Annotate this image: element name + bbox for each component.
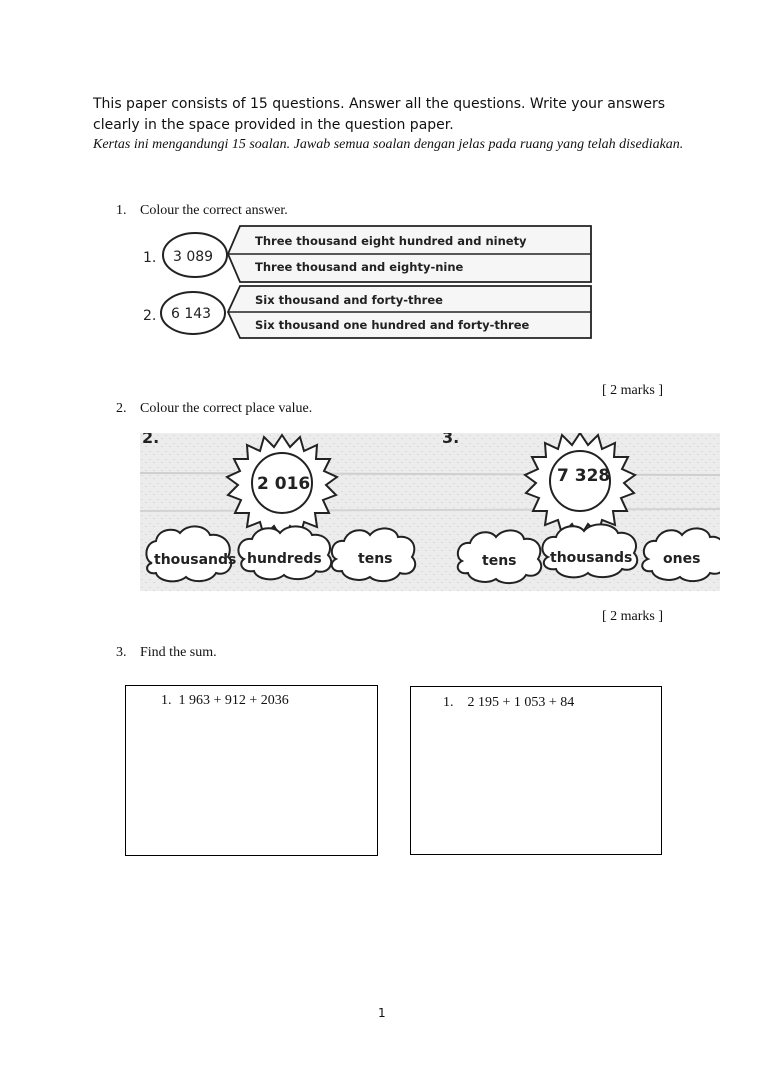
q1-item-2-option-2-text: Six thousand one hundred and forty-three (255, 318, 530, 332)
q1-item-2-option-1[interactable] (250, 290, 470, 308)
q1-item-2-label: 2. (143, 308, 156, 324)
q2-sun-2: 7 328 (523, 433, 637, 539)
question-2-marks: [ 2 marks ] (602, 609, 664, 624)
question-2-text: Colour the correct place value. (140, 401, 313, 416)
question-2-number: 2. (116, 401, 127, 416)
instructions-malay: Kertas ini mengandungi 15 soalan. Jawab … (93, 137, 684, 152)
q1-item-1-option-1-text: Three thousand eight hundred and ninety (255, 234, 527, 248)
q1-item-1-value: 3 089 (173, 249, 213, 265)
question-2-figure: 2. 3. 2 016 7 328 thousands hundreds ten… (140, 433, 720, 591)
question-1-text: Colour the correct answer. (140, 203, 288, 218)
q1-item-1-option-1[interactable] (250, 230, 510, 250)
q2-cloud-thousands-1[interactable]: thousands (145, 525, 236, 583)
svg-text:tens: tens (358, 551, 393, 567)
q1-item-1-option-2-text: Three thousand and eighty-nine (255, 260, 464, 274)
sum-1: 1. 1 963 + 912 + 2036 (161, 693, 289, 709)
q1-item-2-value: 6 143 (171, 306, 211, 322)
question-2: 2. Colour the correct place value. (116, 401, 312, 417)
q2-cloud-tens-2[interactable]: tens (456, 529, 543, 585)
question-1-marks: [ 2 marks ] (602, 383, 664, 398)
q2-cloud-hundreds-1[interactable]: hundreds (237, 525, 333, 581)
q2-item-1-value: 2 016 (257, 474, 310, 494)
svg-text:hundreds: hundreds (247, 551, 322, 567)
sum-2-label: 1. (443, 695, 454, 710)
q1-item-1-option-2[interactable] (250, 257, 490, 277)
question-1-figure: 1. 3 089 Three thousand eight hundred an… (143, 225, 592, 339)
q2-sun-1: 2 016 (225, 433, 339, 541)
answer-box-2[interactable]: 1. 2 195 + 1 053 + 84 (410, 686, 662, 855)
question-1-number: 1. (116, 203, 127, 218)
question-3-text: Find the sum. (140, 645, 217, 660)
sum-1-label: 1. (161, 693, 172, 708)
q1-item-1-oval (162, 232, 228, 278)
q2-item-2-label: 3. (442, 433, 459, 447)
q2-item-2-value: 7 328 (557, 466, 610, 486)
svg-text:thousands: thousands (550, 550, 632, 566)
q2-cloud-ones-2[interactable]: ones (641, 527, 720, 583)
question-1: 1. Colour the correct answer. (116, 203, 288, 219)
question-3-number: 3. (116, 645, 127, 660)
sum-2: 1. 2 195 + 1 053 + 84 (443, 695, 574, 711)
svg-text:ones: ones (663, 551, 700, 567)
instructions: This paper consists of 15 questions. Ans… (93, 94, 693, 136)
q1-item-1-label: 1. (143, 250, 156, 266)
q2-cloud-thousands-2[interactable]: thousands (541, 523, 639, 579)
q2-item-1-label: 2. (142, 433, 159, 447)
q2-cloud-tens-1[interactable]: tens (330, 527, 417, 583)
answer-box-1[interactable]: 1. 1 963 + 912 + 2036 (125, 685, 378, 856)
page-number: 1 (378, 1006, 386, 1020)
q1-item-2-option-1-text: Six thousand and forty-three (255, 293, 443, 307)
svg-text:thousands: thousands (154, 552, 236, 568)
sum-2-expression: 2 195 + 1 053 + 84 (467, 695, 575, 710)
q1-item-2-option-2[interactable] (250, 315, 530, 333)
sum-1-expression: 1 963 + 912 + 2036 (178, 693, 289, 708)
instructions-line-2: clearly in the space provided in the que… (93, 117, 454, 133)
q1-item-2-oval (160, 291, 226, 335)
svg-text:tens: tens (482, 553, 517, 569)
question-3: 3. Find the sum. (116, 645, 217, 661)
instructions-line-1: This paper consists of 15 questions. Ans… (93, 96, 666, 112)
